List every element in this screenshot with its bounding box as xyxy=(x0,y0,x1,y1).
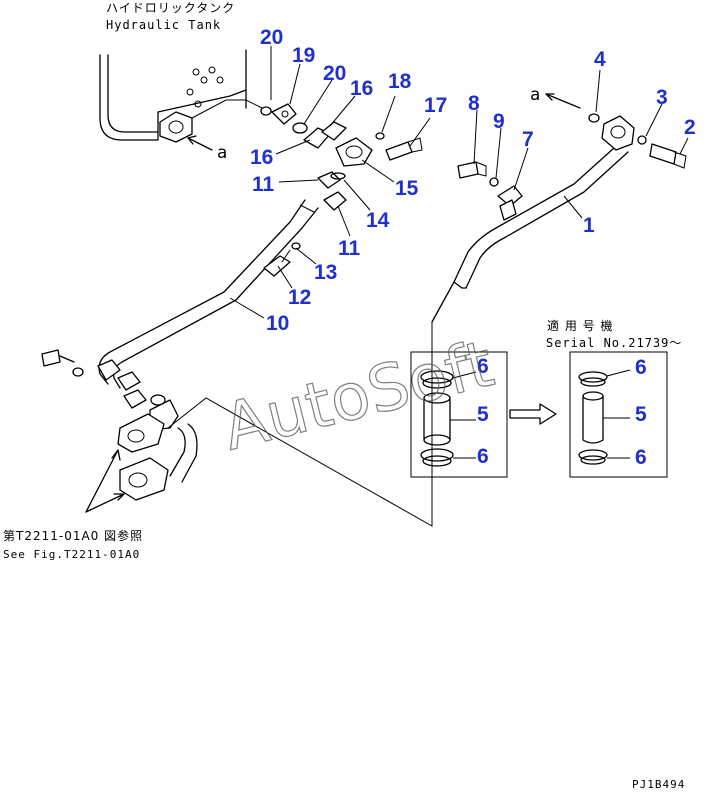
callout-1: 1 xyxy=(583,214,595,237)
see-fig-label-en: See Fig.T2211-01A0 xyxy=(3,548,140,561)
callout-15: 15 xyxy=(395,177,419,200)
guide-line xyxy=(167,322,433,527)
callout-11: 11 xyxy=(338,237,361,260)
detail-box-left xyxy=(410,351,508,478)
detail-change-arrow xyxy=(509,403,557,425)
callout-11-top: 11 xyxy=(252,173,275,196)
leader-lines xyxy=(229,46,689,319)
callout-19: 19 xyxy=(292,44,315,67)
callout-14: 14 xyxy=(366,209,390,232)
callout-4: 4 xyxy=(594,48,606,71)
callout-18: 18 xyxy=(388,70,412,93)
drawing-code: PJ1B494 xyxy=(632,778,685,791)
callout-8: 8 xyxy=(468,92,480,115)
callout-2: 2 xyxy=(684,116,696,139)
detail-left-callout-6-bottom: 6 xyxy=(477,445,489,468)
pipe-10-lower-fittings xyxy=(41,349,198,501)
detail-right-callout-6-top: 6 xyxy=(635,356,647,379)
view-arrow-a-right: a xyxy=(530,85,581,109)
callout-3: 3 xyxy=(656,86,668,109)
callout-9: 9 xyxy=(493,110,505,133)
callout-10: 10 xyxy=(266,312,289,335)
callout-7: 7 xyxy=(522,128,534,151)
callout-16-top: 16 xyxy=(350,77,373,100)
watermark-text: AutoSoft xyxy=(216,327,501,465)
detail-box-right xyxy=(569,351,668,478)
pipe-1 xyxy=(431,113,687,323)
hydraulic-tank xyxy=(99,49,263,143)
callout-20-top: 20 xyxy=(260,26,283,49)
pipe-10 xyxy=(98,171,347,389)
tank-label-jp: ハイドロリックタンク xyxy=(106,1,235,15)
callout-12: 12 xyxy=(288,286,311,309)
callout-13: 13 xyxy=(314,261,337,284)
serial-label-jp: 適 用 号 機 xyxy=(547,318,613,333)
see-fig-arrows xyxy=(85,449,125,513)
detail-right-callout-5: 5 xyxy=(635,403,647,426)
serial-label-en: Serial No.21739～ xyxy=(546,336,682,350)
detail-right-callout-6-bottom: 6 xyxy=(635,446,647,469)
detail-left-callout-6-top: 6 xyxy=(477,355,489,378)
view-letter-a-left: a xyxy=(217,143,227,163)
callout-numbers: 20 19 20 16 18 17 16 15 11 14 11 13 12 1… xyxy=(250,26,696,469)
callout-20: 20 xyxy=(323,62,346,85)
see-fig-label-jp: 第T2211-01A0 図参照 xyxy=(3,528,143,543)
view-letter-a-right: a xyxy=(530,85,540,105)
flange-group xyxy=(260,103,423,167)
callout-17: 17 xyxy=(424,94,447,117)
view-arrow-a-left: a xyxy=(187,135,227,163)
callout-16: 16 xyxy=(250,146,273,169)
detail-left-callout-5: 5 xyxy=(477,403,489,426)
tank-label-en: Hydraulic Tank xyxy=(106,18,221,32)
